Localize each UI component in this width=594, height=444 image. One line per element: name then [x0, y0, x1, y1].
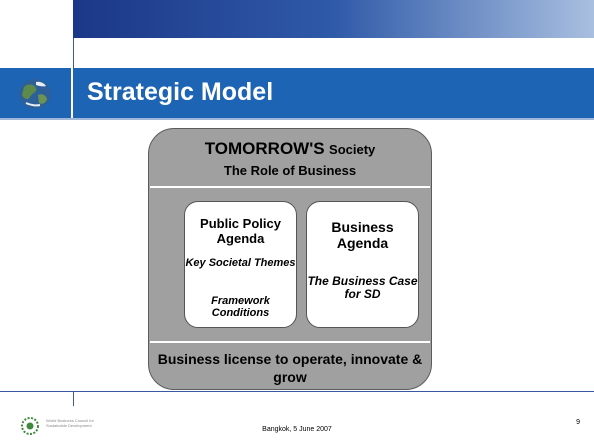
business-license-text: Business license to operate, innovate & … [157, 351, 423, 385]
header-divider [73, 38, 74, 68]
footer-rule [0, 391, 594, 392]
key-societal-themes: Key Societal Themes [185, 257, 296, 269]
header-gradient-band [73, 0, 594, 38]
society-heading: TOMORROW'S Society [148, 139, 432, 159]
top-separator [150, 186, 430, 188]
logo-caption: World Business Council for Sustainable D… [46, 418, 94, 428]
business-agenda-title: Business Agenda [331, 219, 394, 251]
title-underline [0, 118, 594, 120]
tomorrow-text: TOMORROW'S [204, 139, 325, 158]
role-of-business-heading: The Role of Business [223, 163, 357, 178]
title-band [0, 68, 594, 118]
wbcsd-logo-icon [21, 417, 39, 435]
society-text: Society [329, 142, 376, 157]
slide-title: Strategic Model [87, 78, 274, 106]
public-policy-title: Public Policy Agenda [200, 216, 281, 246]
footer-divider [73, 392, 74, 406]
business-case-text: The Business Case for SD [307, 274, 418, 301]
business-agenda-box: Business Agenda The Business Case for SD [306, 201, 419, 328]
framework-conditions: Framework Conditions [211, 295, 270, 319]
page-number: 9 [576, 419, 580, 426]
footer-location-date: Bangkok, 5 June 2007 [262, 426, 332, 433]
public-policy-box: Public Policy Agenda Key Societal Themes… [184, 201, 297, 328]
globe-icon [19, 79, 51, 109]
bottom-separator [150, 341, 430, 343]
